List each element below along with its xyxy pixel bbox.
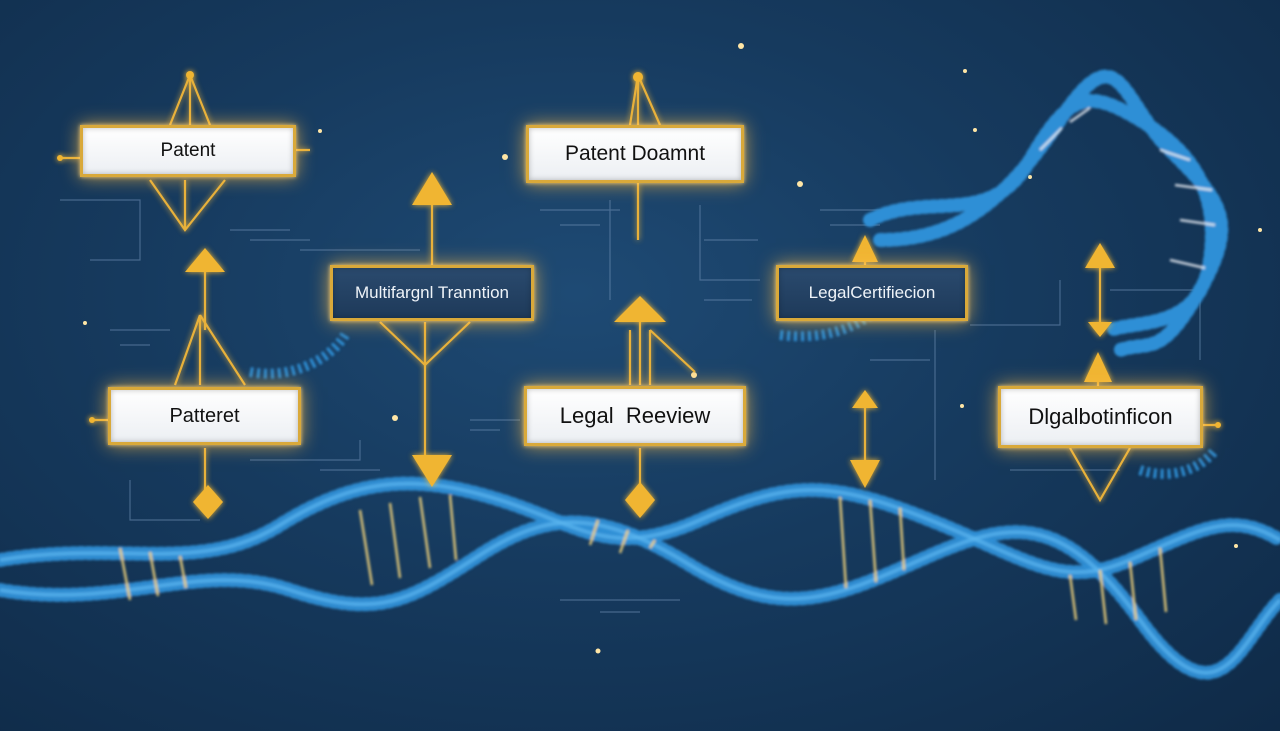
patent-secondary-label: Patteret bbox=[169, 404, 240, 427]
patent-document-node: Patent Doamnt bbox=[515, 116, 755, 192]
particle-dots bbox=[83, 43, 1262, 654]
certification-node: LegalCertifiecion bbox=[776, 265, 968, 321]
connectors bbox=[60, 74, 1218, 503]
certification-label: LegalCertifiecion bbox=[808, 283, 936, 302]
circuit-traces bbox=[60, 199, 1201, 613]
patent-document-label: Patent Doamnt bbox=[564, 142, 706, 165]
arrow-heads bbox=[57, 71, 1221, 519]
patent-node: Patent bbox=[69, 116, 307, 186]
patent-secondary-node: Patteret bbox=[108, 387, 301, 445]
patent-node-label: Patent bbox=[160, 140, 216, 161]
legal-review-node: Legal Reeview bbox=[524, 386, 746, 446]
legal-review-label: Legal Reeview bbox=[559, 403, 711, 428]
digital-node: Dlgalbotinficon bbox=[998, 386, 1203, 448]
translation-label: Multifargnl Tranntion bbox=[354, 283, 510, 302]
digital-label: Dlgalbotinficon bbox=[1028, 404, 1173, 429]
translation-node: Multifargnl Tranntion bbox=[330, 265, 534, 321]
